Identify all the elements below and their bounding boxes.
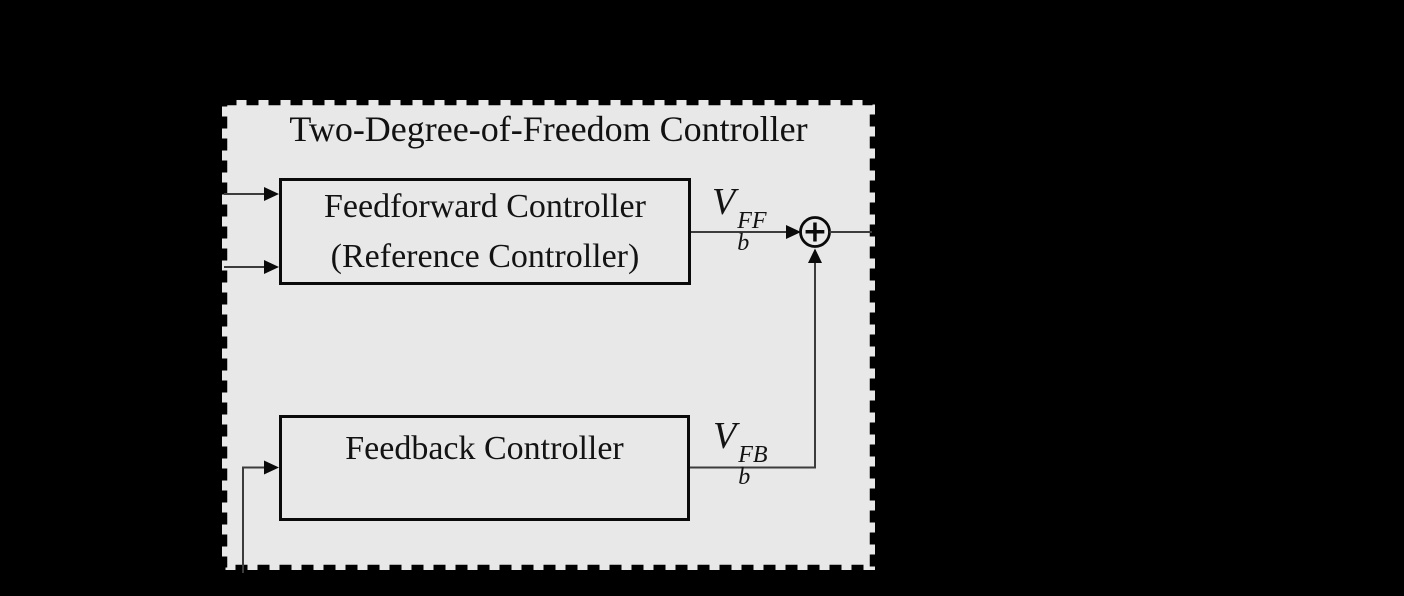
feedforward-controller-block: Feedforward Controller (Reference Contro…: [279, 178, 691, 285]
signal-superscript: FF: [737, 208, 767, 234]
feedback-controller-block: Feedback Controller: [279, 415, 690, 521]
group-title: Two-Degree-of-Freedom Controller: [289, 109, 808, 149]
feedforward-label-line1: Feedforward Controller: [324, 187, 646, 225]
signal-subscript: b: [737, 230, 750, 256]
feedback-label: Feedback Controller: [345, 430, 624, 467]
feedforward-label-line2: (Reference Controller): [330, 237, 640, 275]
signal-base: V: [713, 415, 737, 457]
signal-subscript: b: [738, 464, 751, 490]
signal-base: V: [712, 181, 736, 223]
signal-superscript: FB: [738, 442, 768, 468]
